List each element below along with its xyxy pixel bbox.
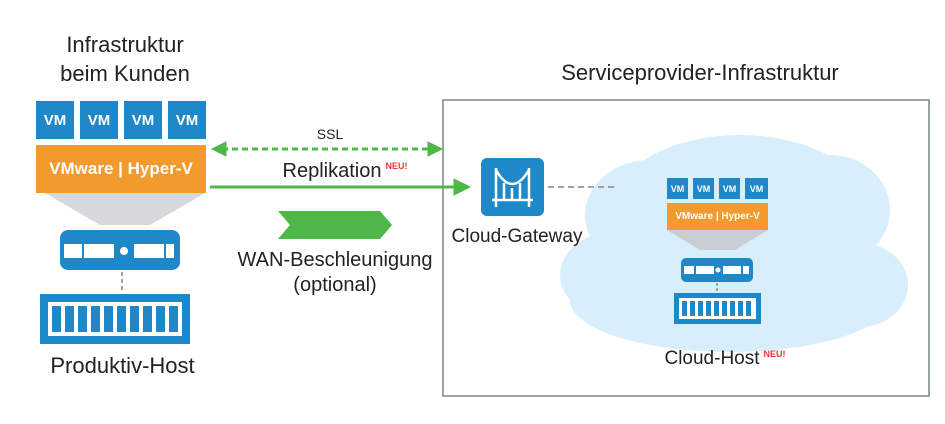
customer-title-line1: Infrastruktur (66, 32, 184, 57)
replication-label: Replikation (282, 160, 382, 182)
production-host-label: Produktiv-Host (50, 353, 195, 378)
vm-box: VM (124, 101, 162, 139)
customer-title-line2: beim Kunden (60, 61, 190, 86)
wan-acceleration-label: WAN-Beschleunigung (optional) (230, 248, 440, 298)
cloud-host-label: Cloud-Host (664, 348, 760, 369)
cloud-gateway-label: Cloud-Gateway (451, 226, 583, 247)
customer-infrastructure-title: Infrastruktur beim Kunden (20, 30, 230, 88)
hypervisor-bar-left: VMware | Hyper-V (36, 145, 206, 193)
replication-new-badge: NEU! (385, 161, 408, 172)
vm-box: VM (745, 178, 768, 199)
storage-host-icon-right (674, 293, 761, 324)
vm-box: VM (667, 178, 688, 199)
wan-label-line1: WAN-Beschleunigung (237, 249, 433, 271)
ssl-label: SSL (316, 126, 344, 142)
hypervisor-bar-right: VMware | Hyper-V (667, 203, 768, 230)
storage-host-icon-left (40, 294, 190, 344)
vm-box: VM (693, 178, 714, 199)
server-icon-right (681, 258, 753, 282)
projection-shape-right (667, 230, 768, 250)
server-icon-left (60, 230, 180, 270)
projection-shape-left (45, 193, 205, 225)
replication-arrow (210, 178, 472, 196)
cloud-host-new-badge: NEU! (763, 348, 786, 359)
vm-box: VM (168, 101, 206, 139)
vm-box: VM (36, 101, 74, 139)
wan-label-line2: (optional) (293, 274, 377, 296)
serviceprovider-title: Serviceprovider-Infrastruktur (561, 60, 839, 85)
cloud-gateway-icon (481, 158, 544, 216)
vm-box: VM (719, 178, 740, 199)
vm-box: VM (80, 101, 118, 139)
ssl-arrow (210, 141, 444, 157)
wan-chevrons-icon (278, 211, 392, 239)
